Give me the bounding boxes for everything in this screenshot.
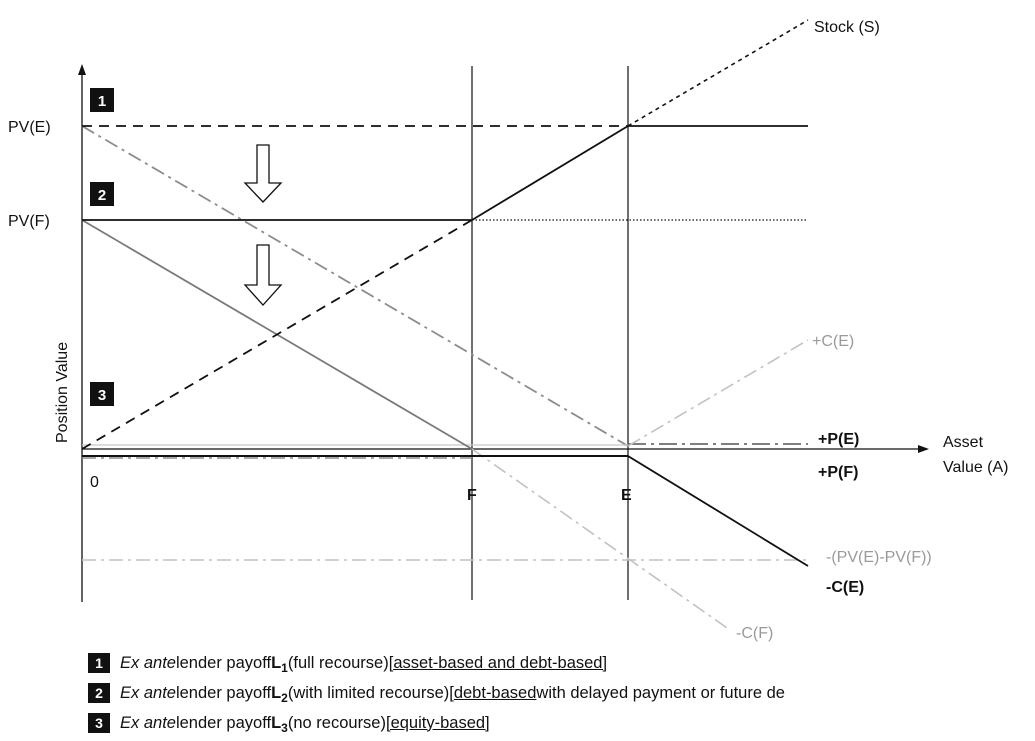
badge-3 [90, 382, 114, 406]
x-axis-label-line2: Value (A) [943, 459, 1009, 476]
put-f-plus-label: +P(F) [818, 464, 858, 481]
legend-symbol: L [271, 713, 282, 732]
legend-after: with delayed payment or future de [536, 683, 785, 702]
payoff-diagram: 1 2 3 PV(E) PV(F) Position Value 0 F E A… [8, 19, 1009, 642]
x-axis-arrow-icon [918, 445, 929, 453]
badge-1 [90, 88, 114, 112]
legend-subscript: 1 [281, 661, 288, 675]
legend-subscript: 3 [281, 721, 288, 735]
legend-badge: 2 [88, 683, 110, 703]
call-e-plus-label: +C(E) [812, 333, 854, 350]
stock-solid-segment [471, 125, 629, 221]
legend-badge: 3 [88, 713, 110, 733]
legend-symbol: L [271, 683, 282, 702]
pv-diff-label: -(PV(E)-PV(F)) [826, 549, 932, 566]
plus-call-e-line [627, 339, 809, 447]
down-arrow-icon [243, 244, 283, 306]
y-axis-arrow-icon [78, 64, 86, 75]
down-arrow-icon [243, 144, 283, 203]
legend-text: lender payoff [175, 713, 272, 732]
legend-symbol: L [271, 653, 282, 672]
legend-italic: Ex ante [120, 683, 176, 702]
stock-line-lower [81, 219, 473, 450]
legend-italic: Ex ante [120, 713, 176, 732]
stock-line-upper [627, 19, 809, 127]
x-axis-label-line1: Asset [943, 434, 984, 451]
minus-call-f-line [471, 448, 731, 631]
call-f-minus-label: -C(F) [736, 625, 773, 642]
legend-subscript: 2 [281, 691, 288, 705]
legend-paren: (with limited recourse) [287, 683, 450, 702]
legend-underlined: debt-based [453, 683, 537, 702]
legend-paren: (no recourse) [287, 713, 386, 732]
legend-bracket: [ [449, 683, 454, 702]
badge-2 [90, 182, 114, 206]
legend-italic: Ex ante [120, 653, 176, 672]
put-e-plus-label: +P(E) [818, 431, 859, 448]
legend-paren: (full recourse) [287, 653, 389, 672]
badge-2-text: 2 [98, 187, 106, 204]
legend-badge: 1 [88, 653, 110, 673]
pv-e-label: PV(E) [8, 119, 51, 136]
y-axis-label: Position Value [54, 342, 71, 443]
badge-1-text: 1 [98, 93, 106, 110]
legend-underlined: [equity-based] [385, 713, 490, 732]
stock-label: Stock (S) [814, 19, 880, 36]
badge-3-text: 3 [98, 387, 106, 404]
minus-call-e-line [627, 455, 809, 567]
legend-underlined: [asset-based and debt-based] [388, 653, 608, 672]
f-label: F [467, 487, 477, 504]
pv-e-minus-call-line [81, 125, 629, 447]
call-e-minus-label: -C(E) [826, 579, 864, 596]
pv-f-label: PV(F) [8, 213, 50, 230]
legend-text: lender payoff [175, 683, 272, 702]
legend-text: lender payoff [175, 653, 272, 672]
origin-label: 0 [90, 474, 99, 491]
e-label: E [621, 487, 632, 504]
